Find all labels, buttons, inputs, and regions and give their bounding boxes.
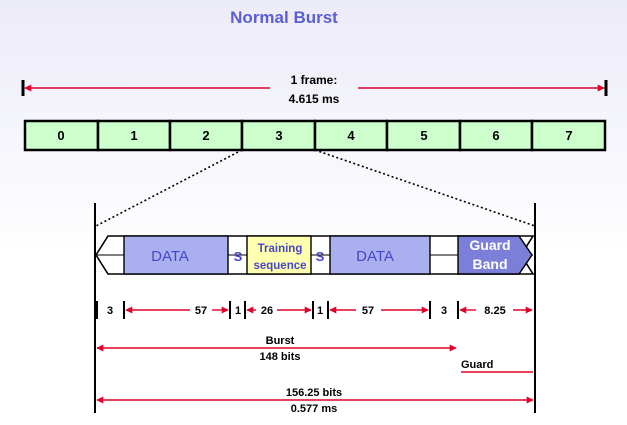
diagram-title: Normal Burst [230, 8, 338, 27]
stealing-bit-right: 1 [317, 305, 323, 317]
timeslot-5: 5 [385, 119, 462, 152]
total-bits: 156.25 bits [286, 387, 342, 399]
timeslot-3: 3 [240, 119, 317, 152]
data-field-right [329, 235, 431, 275]
frame-label: 1 frame: [291, 73, 338, 87]
training-label-line1: Training [258, 243, 303, 255]
tail-bits-left: 3 [107, 305, 113, 317]
data-bits-left: 57 [195, 305, 207, 317]
burst-dimension: Burst 148 bits [96, 335, 457, 363]
timeslot-label: 6 [492, 128, 499, 143]
stealing-flag-left-label: S [234, 249, 243, 264]
training-label-line2: sequence [253, 260, 306, 272]
total-duration: 0.577 ms [291, 403, 337, 415]
training-field [246, 235, 312, 275]
guard-bits: 8.25 [484, 305, 505, 317]
total-dimension: 156.25 bits 0.577 ms [96, 387, 534, 415]
stealing-bit-left: 1 [235, 305, 241, 317]
timeslot-7: 7 [530, 119, 607, 152]
bit-count-row: 3 57 1 26 1 57 3 8.25 [96, 301, 533, 319]
zoom-line-left [95, 149, 243, 227]
guard-label: Guard [461, 359, 493, 371]
data-bits-right: 57 [362, 305, 374, 317]
timeslot-4: 4 [313, 119, 389, 152]
timeslot-label: 7 [565, 128, 572, 143]
timeslot-label: 3 [275, 128, 282, 143]
timeslot-6: 6 [458, 119, 534, 152]
frame-duration: 4.615 ms [289, 92, 340, 106]
timeslot-bar: 0 1 2 3 4 5 6 7 [23, 119, 607, 152]
frame-dimension: 1 frame: 4.615 ms [21, 73, 608, 106]
training-bits: 26 [261, 305, 273, 317]
timeslot-label: 4 [347, 128, 355, 143]
timeslot-2: 2 [168, 119, 244, 152]
timeslot-label: 2 [202, 128, 209, 143]
timeslot-0: 0 [23, 119, 100, 152]
timeslot-label: 1 [130, 128, 137, 143]
guard-band-label-line1: Guard [469, 237, 510, 253]
data-right-label: DATA [356, 248, 394, 265]
timeslot-1: 1 [96, 119, 172, 152]
zoom-line-right [314, 149, 536, 227]
data-field-left [123, 235, 229, 275]
guard-dimension: Guard [461, 359, 533, 373]
burst-bits: 148 bits [260, 351, 301, 363]
burst-structure: DATA S Training sequence S DATA Guard Ba… [95, 235, 535, 275]
data-left-label: DATA [151, 248, 189, 265]
stealing-flag-right-label: S [316, 249, 325, 264]
burst-label: Burst [266, 335, 295, 347]
guard-band-label-line2: Band [473, 256, 508, 272]
tail-bits-right: 3 [441, 305, 447, 317]
guard-band-field [457, 235, 533, 275]
timeslot-label: 5 [420, 128, 427, 143]
timeslot-label: 0 [57, 128, 64, 143]
